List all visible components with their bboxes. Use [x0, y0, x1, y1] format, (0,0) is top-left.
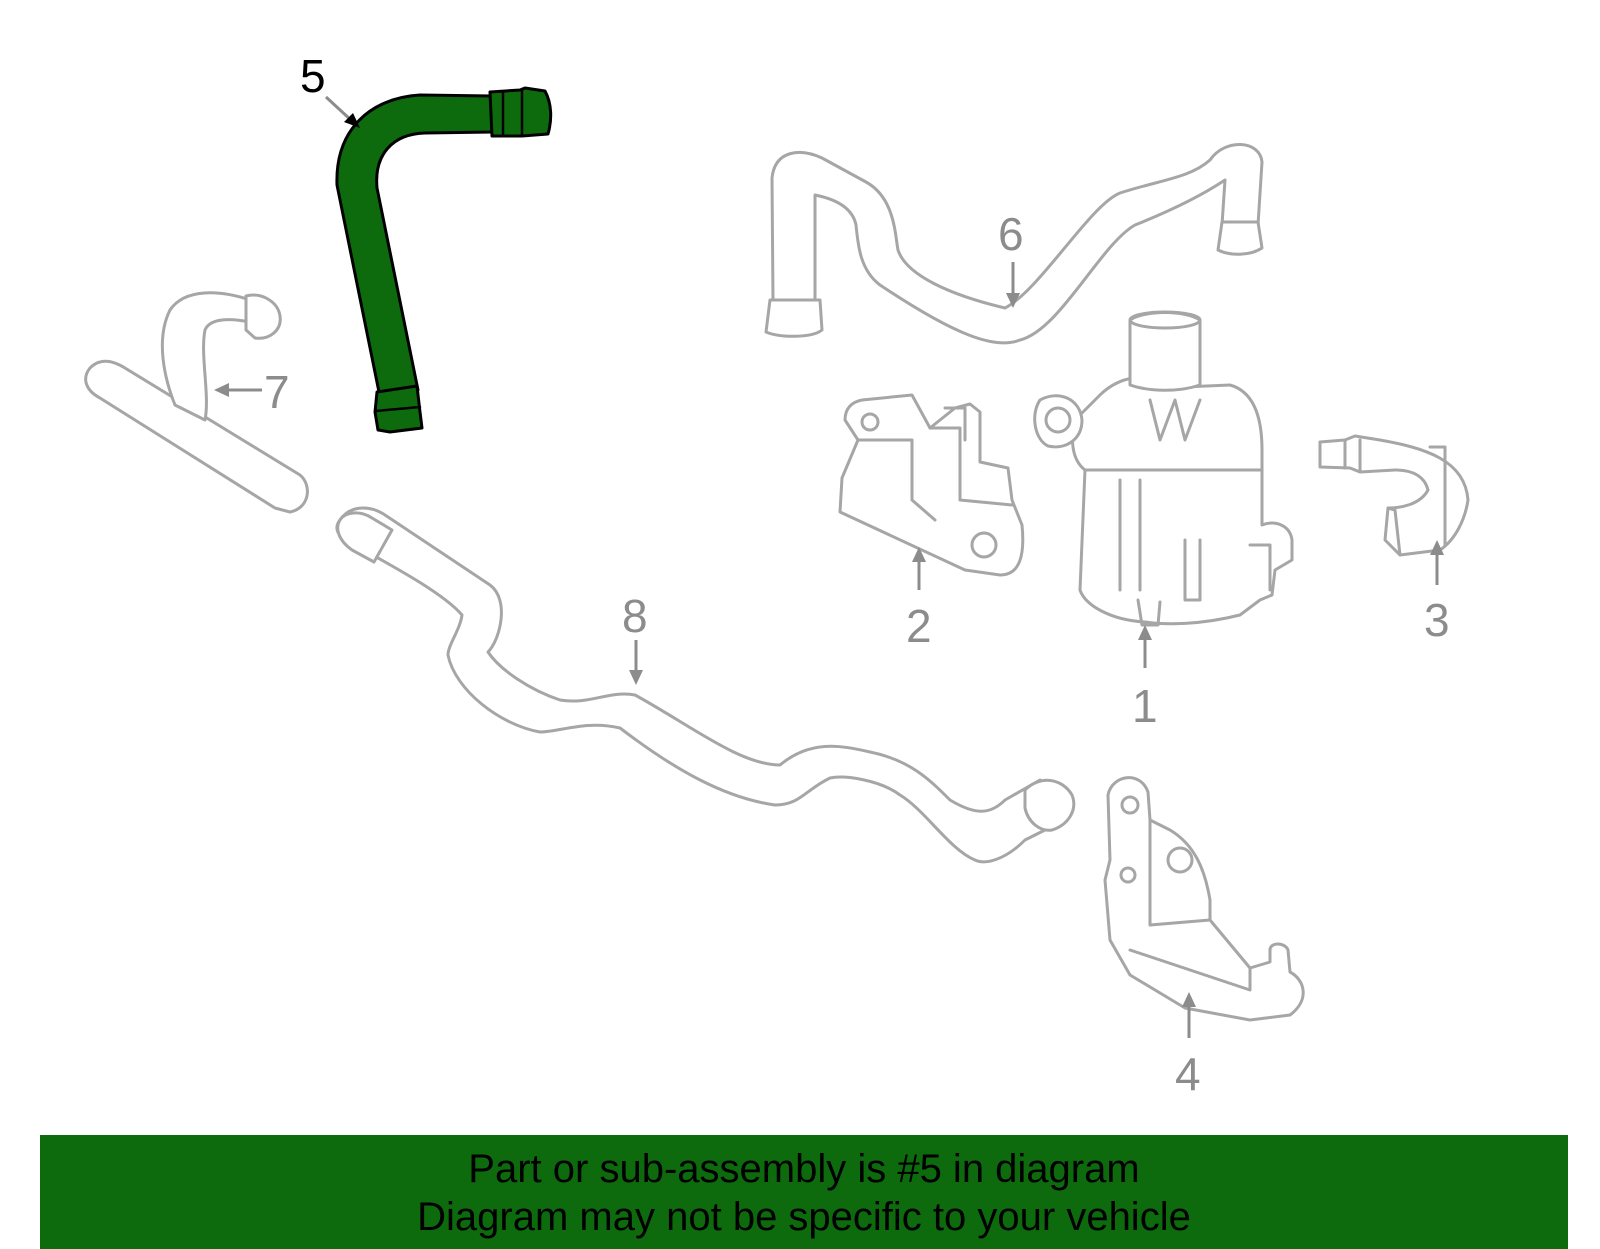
part-5-hose[interactable] [335, 86, 553, 434]
banner-line-1: Part or sub-assembly is #5 in diagram [468, 1147, 1140, 1191]
callout-6[interactable]: 6 [998, 208, 1024, 260]
leader-2-arrowhead [912, 547, 926, 562]
part-4-bracket[interactable] [1103, 776, 1305, 1022]
leader-5-arrowhead [344, 113, 360, 128]
leader-7-arrowhead [214, 383, 229, 397]
callout-1[interactable]: 1 [1132, 680, 1158, 732]
leader-4-arrowhead [1182, 992, 1196, 1007]
part-6-hose[interactable] [764, 143, 1264, 345]
part-2-bracket[interactable] [838, 393, 1025, 577]
banner-line-2: Diagram may not be specific to your vehi… [417, 1195, 1191, 1239]
part-1-pump[interactable] [1033, 310, 1294, 627]
leader-5 [324, 95, 354, 123]
leader-3-arrowhead [1430, 540, 1444, 555]
callout-2[interactable]: 2 [906, 600, 932, 652]
part-7-tee-hose[interactable] [84, 291, 309, 514]
leader-8-arrowhead [629, 670, 643, 685]
part-3-clamp[interactable] [1318, 434, 1470, 557]
callout-7[interactable]: 7 [264, 366, 290, 418]
part-8-hose[interactable] [335, 506, 1076, 864]
leader-6-arrowhead [1006, 293, 1020, 308]
callout-5[interactable]: 5 [300, 50, 326, 102]
disclaimer-banner: Part or sub-assembly is #5 in diagram Di… [40, 1135, 1568, 1249]
callout-4[interactable]: 4 [1175, 1048, 1201, 1100]
callout-8[interactable]: 8 [622, 590, 648, 642]
callout-3[interactable]: 3 [1424, 594, 1450, 646]
leader-1-arrowhead [1138, 625, 1152, 640]
